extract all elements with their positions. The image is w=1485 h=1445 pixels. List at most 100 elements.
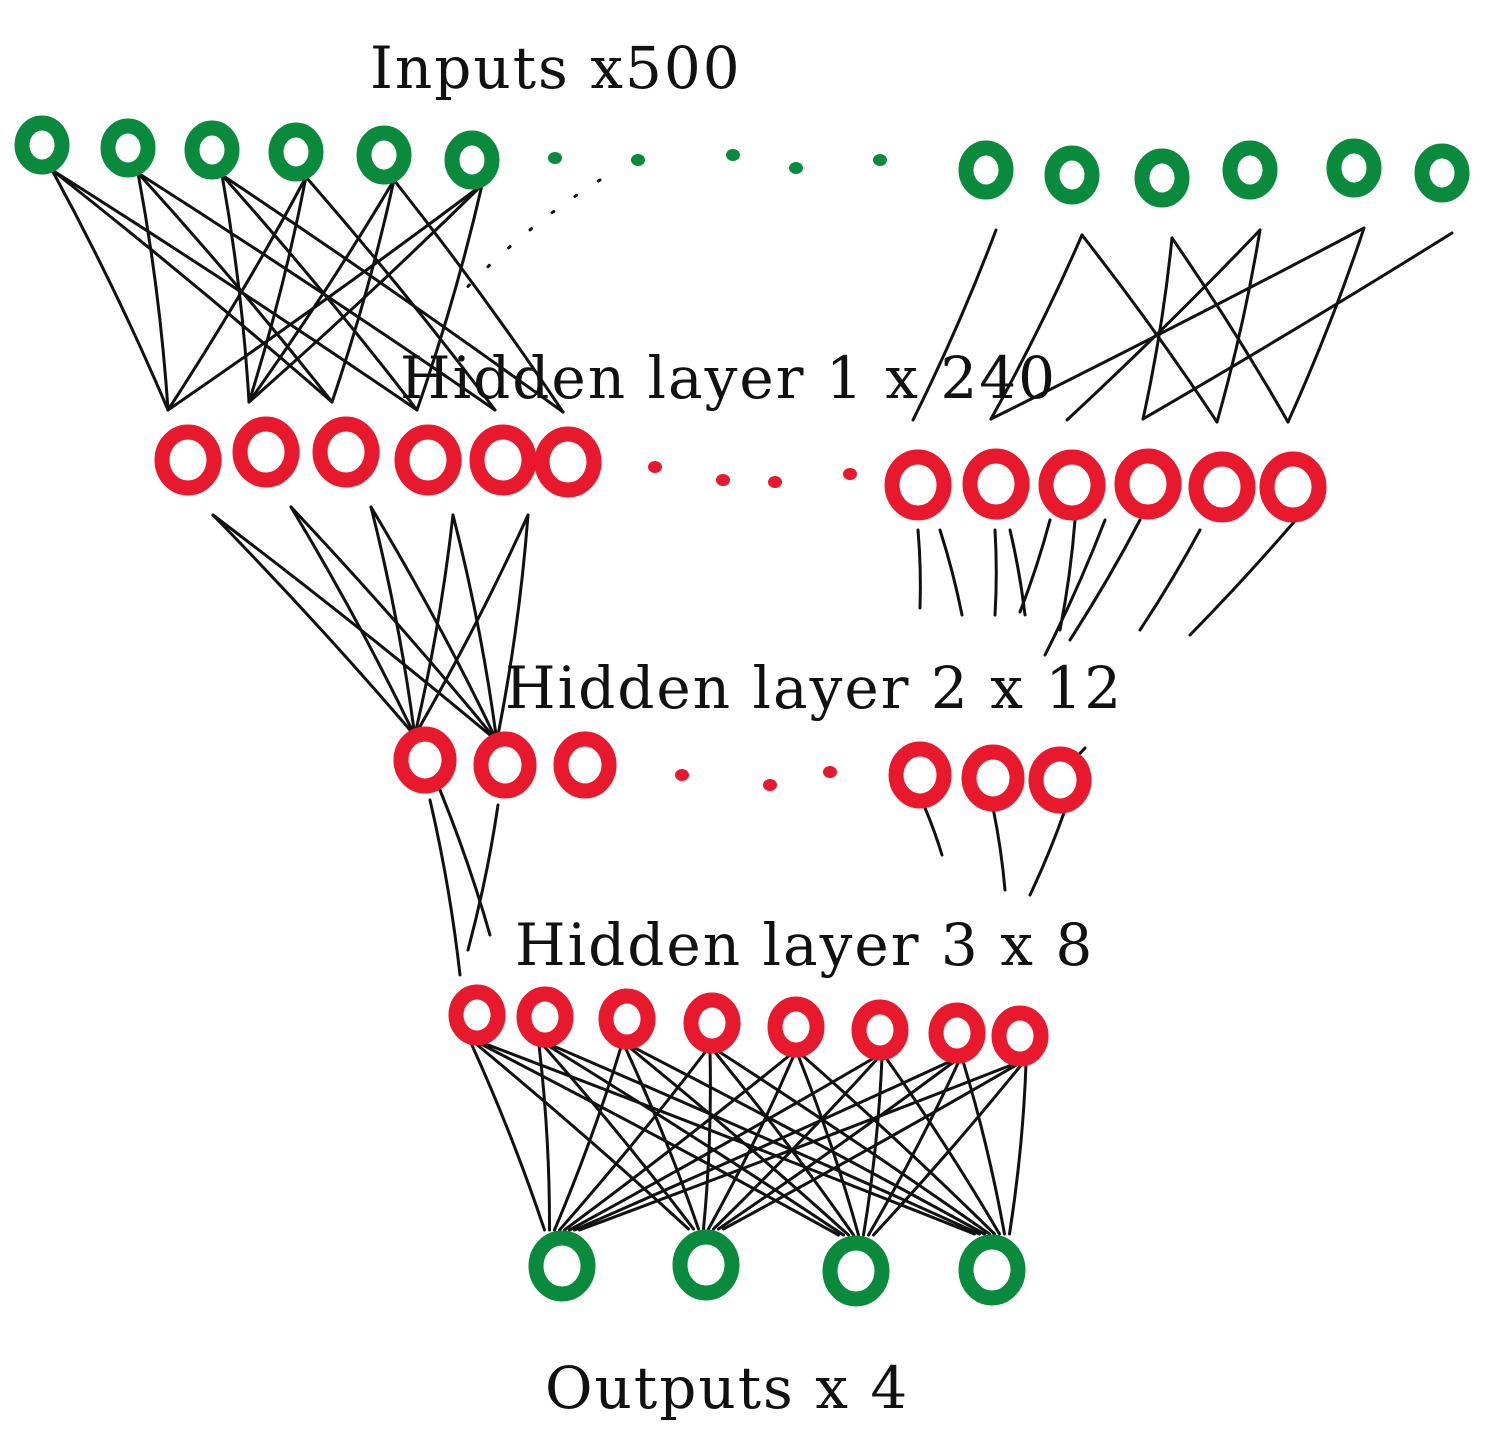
connection-line bbox=[558, 1049, 708, 1232]
hidden-node bbox=[473, 731, 537, 799]
connection-line bbox=[369, 505, 416, 732]
ellipsis-dot bbox=[768, 476, 782, 488]
ellipsis-dot bbox=[548, 152, 562, 164]
connection-line bbox=[416, 513, 530, 732]
hidden-node bbox=[851, 999, 909, 1061]
connection-line bbox=[916, 528, 922, 610]
connection-line bbox=[553, 1045, 623, 1232]
connection-line bbox=[136, 171, 170, 412]
input-node bbox=[1044, 145, 1100, 205]
connection-line bbox=[717, 1059, 957, 1231]
input-node bbox=[268, 122, 324, 182]
connection-line bbox=[304, 175, 497, 412]
hidden-node bbox=[961, 744, 1025, 812]
connection-line bbox=[989, 233, 1084, 421]
connection-line bbox=[1080, 233, 1219, 424]
connection-line bbox=[1170, 236, 1290, 424]
label-inputs: Inputs x500 bbox=[370, 34, 742, 102]
connection-line bbox=[211, 513, 412, 732]
hidden-node bbox=[888, 741, 952, 809]
connection-line bbox=[50, 168, 170, 412]
input-node bbox=[100, 118, 156, 178]
connection-line bbox=[563, 1053, 792, 1232]
connection-line bbox=[50, 168, 419, 412]
hidden-node bbox=[154, 424, 222, 496]
input-node bbox=[444, 130, 500, 190]
hidden-node bbox=[1114, 448, 1182, 520]
connection-line bbox=[867, 1059, 961, 1237]
connection-line bbox=[1286, 226, 1366, 424]
hidden-node bbox=[394, 424, 462, 496]
connection-line bbox=[1043, 518, 1107, 657]
hidden-node bbox=[1259, 451, 1327, 523]
connection-line bbox=[247, 175, 308, 404]
hidden-node bbox=[1038, 449, 1106, 521]
connection-line bbox=[166, 183, 484, 412]
connection-line bbox=[631, 1045, 986, 1236]
output-node bbox=[822, 1235, 890, 1307]
connection-line bbox=[1215, 228, 1262, 424]
connection-line bbox=[1065, 228, 1262, 422]
connection-line bbox=[1008, 1062, 1028, 1236]
connection-line bbox=[1141, 236, 1174, 421]
connection-line bbox=[392, 178, 565, 414]
hidden-node bbox=[534, 426, 602, 498]
ellipsis-dot bbox=[843, 468, 857, 480]
connection-line bbox=[466, 803, 500, 952]
connection-line bbox=[451, 513, 498, 737]
connection-line bbox=[911, 228, 998, 422]
connection-line bbox=[1018, 518, 1052, 614]
connection-line bbox=[136, 171, 497, 412]
connection-line bbox=[428, 798, 462, 977]
input-node bbox=[14, 115, 70, 175]
connection-line bbox=[1188, 513, 1302, 637]
connection-line bbox=[993, 528, 998, 617]
connection-line bbox=[247, 178, 396, 404]
hidden-node bbox=[1188, 451, 1256, 523]
connection-line bbox=[1141, 231, 1454, 421]
hidden-node bbox=[469, 424, 537, 496]
connection-line bbox=[220, 173, 565, 414]
connection-line bbox=[623, 1045, 700, 1231]
output-node bbox=[672, 1229, 740, 1301]
connection-line bbox=[289, 505, 414, 732]
dotted-connection-line bbox=[453, 178, 602, 302]
connection-line bbox=[1068, 518, 1142, 642]
output-node bbox=[528, 1230, 596, 1302]
connection-line bbox=[573, 1059, 953, 1232]
connection-line bbox=[627, 1045, 850, 1237]
hidden-node bbox=[516, 986, 574, 1048]
connection-line bbox=[923, 806, 944, 857]
connection-line bbox=[477, 1041, 840, 1237]
connection-line bbox=[166, 175, 308, 412]
input-node bbox=[1414, 143, 1470, 203]
connection-line bbox=[938, 528, 964, 617]
input-node bbox=[958, 140, 1014, 200]
ellipsis-dot bbox=[823, 766, 837, 778]
connection-line bbox=[1028, 808, 1067, 897]
connection-line bbox=[578, 1062, 1016, 1232]
connection-line bbox=[796, 1053, 860, 1237]
hidden-node bbox=[312, 416, 380, 488]
connection-line bbox=[800, 1053, 996, 1236]
ellipsis-dots bbox=[548, 149, 887, 791]
connection-line bbox=[702, 1049, 712, 1231]
output-node bbox=[958, 1234, 1026, 1306]
ellipsis-dot bbox=[648, 461, 662, 473]
nodes bbox=[14, 115, 1470, 1307]
connection-line bbox=[884, 1056, 1001, 1236]
label-hidden-layer-1: Hidden layer 1 x 240 bbox=[400, 344, 1057, 412]
connection-line bbox=[541, 1043, 695, 1231]
input-node bbox=[1134, 148, 1190, 208]
hidden-node bbox=[991, 1005, 1049, 1067]
connection-line bbox=[369, 505, 496, 737]
connection-line bbox=[1138, 528, 1202, 632]
hidden-node bbox=[1028, 746, 1092, 814]
connection-line bbox=[415, 183, 484, 412]
ellipsis-dot bbox=[631, 154, 645, 166]
connection-line bbox=[712, 1049, 855, 1237]
connection-line bbox=[247, 183, 484, 404]
connection-line bbox=[568, 1056, 876, 1232]
connection-line bbox=[991, 806, 1007, 892]
